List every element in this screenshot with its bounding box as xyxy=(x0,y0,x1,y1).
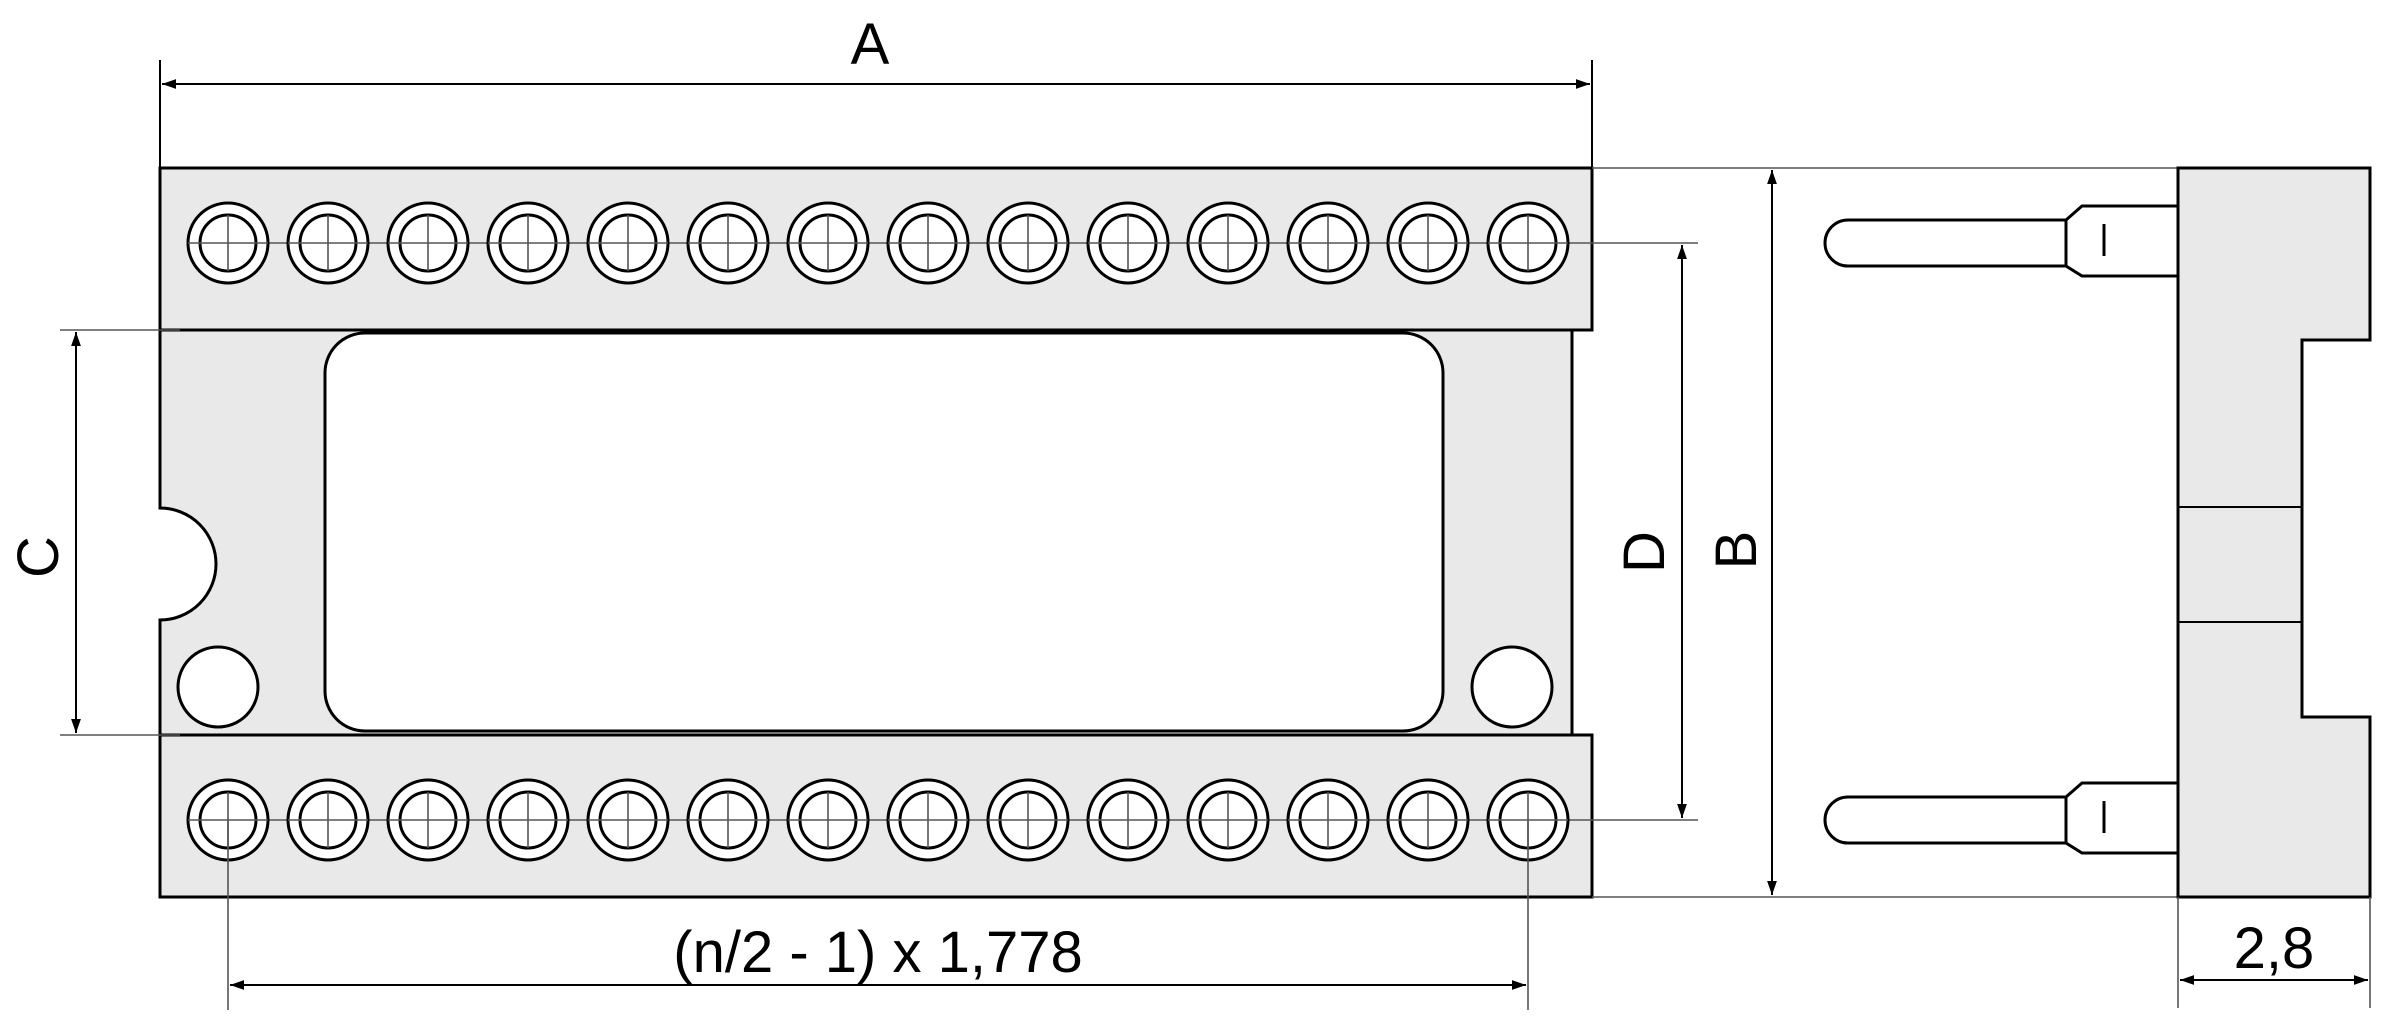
top-pin-9 xyxy=(986,201,1070,285)
side-view-body xyxy=(2176,166,2372,899)
bottom-pin-6 xyxy=(686,778,770,862)
top-pin-13 xyxy=(1386,201,1470,285)
corner-hole-left xyxy=(176,645,260,729)
top-pin-6 xyxy=(686,201,770,285)
dimension-depth-label: 2,8 xyxy=(2234,916,2315,981)
bottom-pin-5 xyxy=(586,778,670,862)
dimension-pitch: (n/2 - 1) x 1,778 xyxy=(227,820,1529,1010)
dimension-b: B xyxy=(1592,167,2178,898)
dimension-d-label: D xyxy=(1612,531,1677,573)
top-view xyxy=(158,166,1698,899)
bottom-pin-12 xyxy=(1286,778,1370,862)
side-view xyxy=(1823,166,2372,899)
dimension-a-label: A xyxy=(851,12,890,77)
top-pin-4 xyxy=(486,201,570,285)
top-contact-strip xyxy=(158,166,1594,332)
bottom-contact-strip xyxy=(158,733,1594,899)
dimension-pitch-label: (n/2 - 1) x 1,778 xyxy=(673,920,1082,985)
top-pin-12 xyxy=(1286,201,1370,285)
side-view-lower-lead xyxy=(1823,781,2180,855)
bottom-pin-13 xyxy=(1386,778,1470,862)
top-pin-10 xyxy=(1086,201,1170,285)
dimension-a: A xyxy=(159,12,1593,168)
top-pin-3 xyxy=(386,201,470,285)
bottom-pin-9 xyxy=(986,778,1070,862)
dimension-c: C xyxy=(6,329,180,736)
corner-hole-right xyxy=(1470,645,1554,729)
bottom-pin-10 xyxy=(1086,778,1170,862)
bottom-pin-4 xyxy=(486,778,570,862)
dimension-d: D xyxy=(1612,245,1687,818)
dimension-b-label: B xyxy=(1704,531,1769,570)
top-pin-1 xyxy=(186,201,270,285)
bottom-pin-7 xyxy=(786,778,870,862)
top-pin-7 xyxy=(786,201,870,285)
dimension-c-label: C xyxy=(6,536,71,578)
bottom-pin-8 xyxy=(886,778,970,862)
top-pin-row xyxy=(186,201,1570,285)
top-pin-2 xyxy=(286,201,370,285)
bottom-pin-row xyxy=(186,778,1570,862)
socket-window xyxy=(323,331,1445,733)
side-view-upper-lead xyxy=(1823,204,2180,278)
bottom-pin-2 xyxy=(286,778,370,862)
top-pin-8 xyxy=(886,201,970,285)
bottom-pin-3 xyxy=(386,778,470,862)
top-pin-11 xyxy=(1186,201,1270,285)
top-pin-5 xyxy=(586,201,670,285)
top-pin-14 xyxy=(1486,201,1570,285)
dimension-depth: 2,8 xyxy=(2177,897,2371,1008)
bottom-pin-11 xyxy=(1186,778,1270,862)
